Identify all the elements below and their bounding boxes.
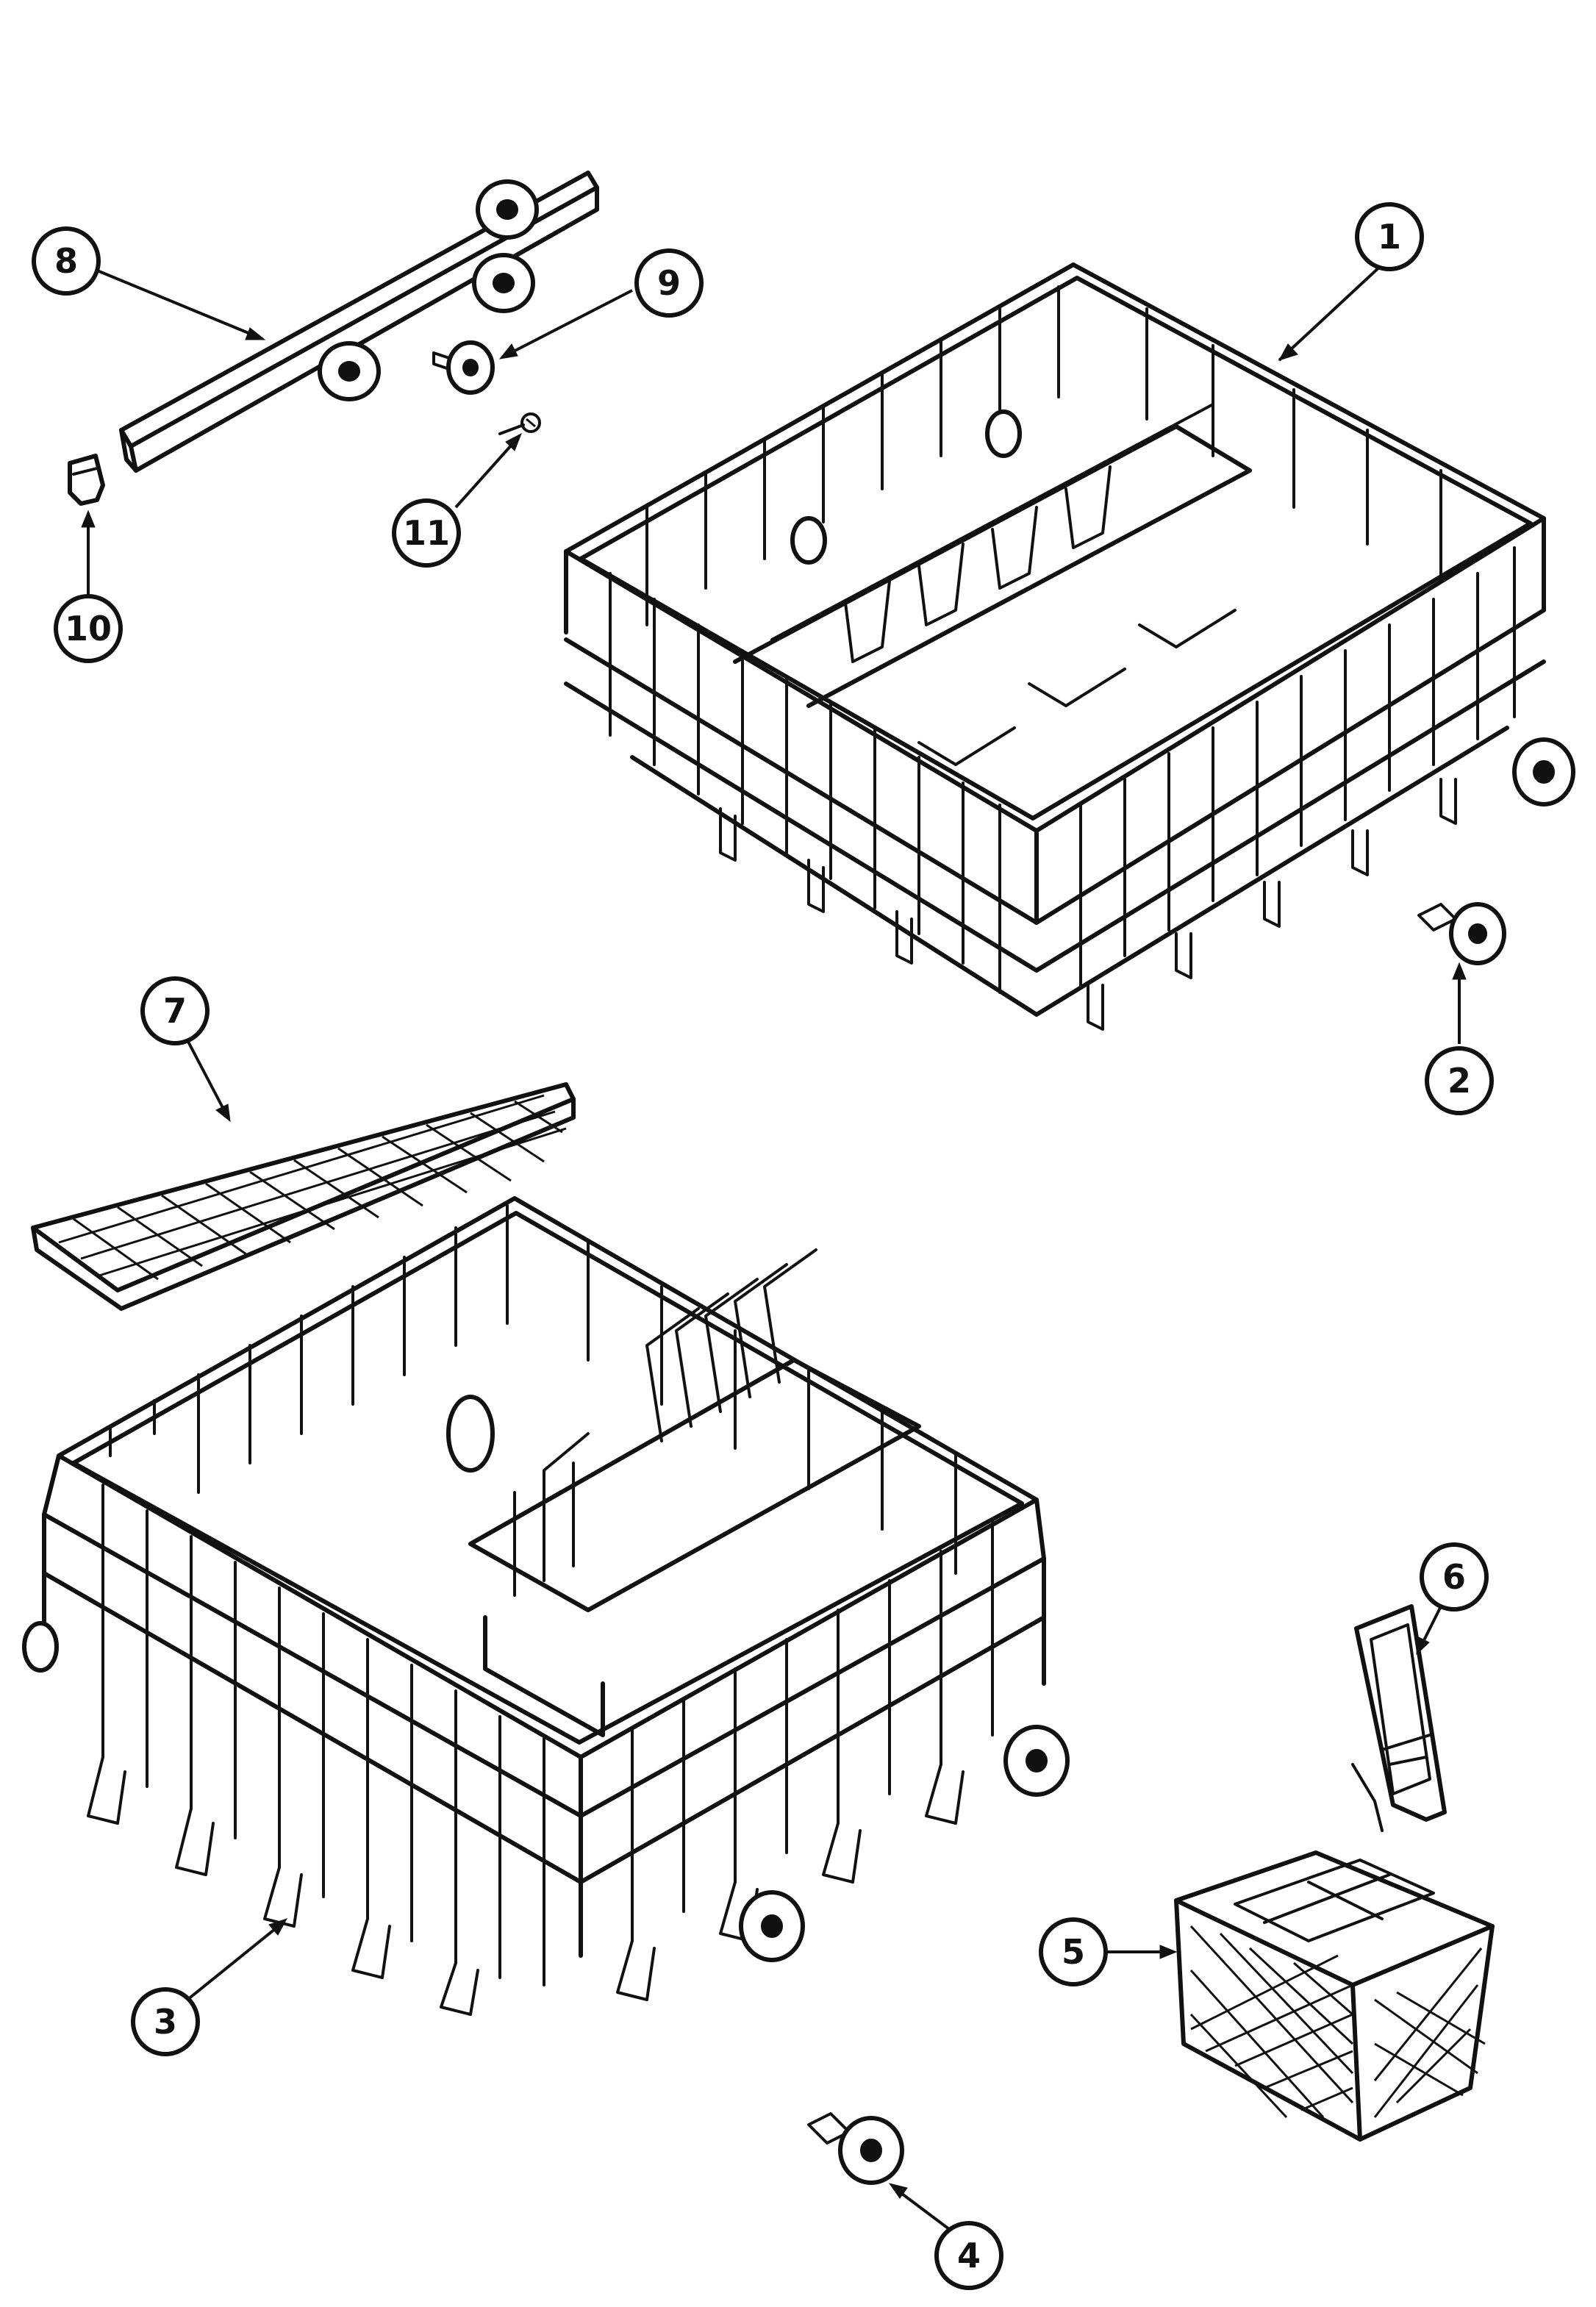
end-cap-icon — [68, 454, 105, 506]
callout-2: 2 — [1425, 1046, 1494, 1115]
basket-handle-icon — [1351, 1604, 1447, 1832]
callout-2-label: 2 — [1448, 1061, 1471, 1101]
silverware-basket-icon — [1174, 1850, 1495, 2142]
callout-6-label: 6 — [1442, 1557, 1466, 1597]
callout-8: 8 — [32, 226, 101, 296]
lower-rack-icon — [22, 1196, 1070, 2016]
callout-4: 4 — [934, 2221, 1003, 2290]
track-wheel-assembly — [432, 340, 495, 395]
callout-6: 6 — [1420, 1542, 1489, 1612]
callout-8-label: 8 — [54, 241, 78, 281]
callout-7-label: 7 — [163, 991, 187, 1031]
callout-3-label: 3 — [154, 2002, 177, 2042]
leader-lines — [81, 263, 1467, 2233]
lower-rack-wheel-icon — [807, 2112, 904, 2185]
callout-5: 5 — [1039, 1917, 1108, 1986]
callout-3: 3 — [131, 1987, 200, 2056]
callout-1-label: 1 — [1378, 217, 1401, 257]
upper-rack-icon — [564, 262, 1575, 1031]
callout-11: 11 — [392, 498, 461, 568]
screw-icon — [498, 412, 541, 435]
callout-9: 9 — [634, 248, 704, 318]
callout-10: 10 — [54, 594, 123, 663]
callout-5-label: 5 — [1062, 1932, 1085, 1972]
track-wheel-icon — [318, 179, 539, 401]
callout-7: 7 — [140, 976, 210, 1045]
wire-shelf-icon — [31, 1082, 576, 1311]
callout-11-label: 11 — [403, 513, 450, 553]
callout-4-label: 4 — [957, 2236, 981, 2275]
upper-rack-wheel-icon — [1417, 902, 1506, 965]
callout-9-label: 9 — [657, 263, 681, 303]
callout-1: 1 — [1355, 202, 1424, 271]
callout-10-label: 10 — [65, 609, 112, 648]
